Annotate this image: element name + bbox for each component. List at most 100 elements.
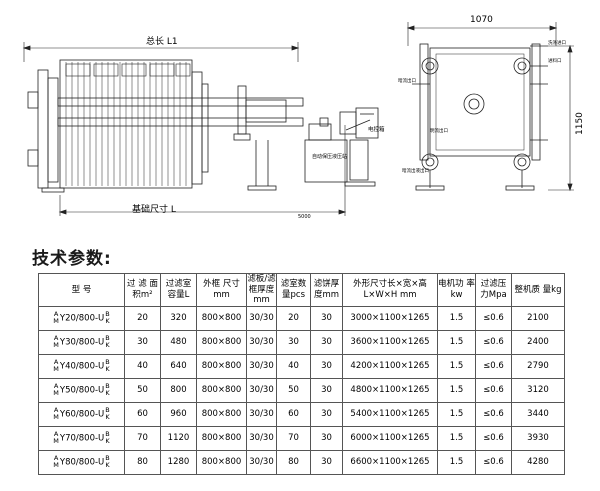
cell-power: 1.5 — [437, 305, 476, 331]
header-chamber-volume: 过滤室 容量L — [160, 273, 197, 307]
cell-chambers: 80 — [276, 449, 311, 475]
callout-wash-inlet: 洗涤进口 — [548, 39, 566, 46]
cell-frame: 800×800 — [196, 425, 247, 451]
header-plate-thickness: 滤板/滤框厚度mm — [246, 273, 277, 307]
cell-volume: 1120 — [160, 425, 197, 451]
header-machine-weight: 整机质 量kg — [511, 273, 565, 307]
header-frame-size: 外框 尺寸mm — [196, 273, 247, 307]
cell-dims: 6000×1100×1265 — [342, 425, 438, 451]
cell-volume: 960 — [160, 401, 197, 427]
callout-closed-flow-liquid-outlet: 暗流出液出口 — [402, 167, 429, 174]
cell-cake: 30 — [310, 353, 343, 379]
model-suffix-top: B — [105, 310, 110, 319]
cell-chambers: 70 — [276, 425, 311, 451]
cell-cake: 30 — [310, 401, 343, 427]
model-suffix-bottom: K — [105, 413, 110, 422]
cell-power: 1.5 — [437, 425, 476, 451]
cell-chambers: 20 — [276, 305, 311, 331]
header-motor-power: 电机功 率 kw — [437, 273, 476, 307]
cell-frame: 800×800 — [196, 401, 247, 427]
model-prefix-top: A — [53, 406, 59, 415]
model-suffix-bottom: K — [105, 341, 110, 350]
model-prefix-top: A — [53, 382, 59, 391]
cell-chambers: 50 — [276, 377, 311, 403]
model-prefix-bottom: M — [53, 437, 59, 446]
cell-weight: 2790 — [511, 353, 565, 379]
header-model: 型 号 — [38, 273, 125, 307]
cell-volume: 1280 — [160, 449, 197, 475]
model-prefix-top: A — [53, 334, 59, 343]
electric-control-box-label: 电控箱 — [368, 125, 385, 133]
model-code: Y50/800-U — [59, 385, 105, 396]
model-prefix-top: A — [53, 454, 59, 463]
header-filter-pressure: 过滤压 力Mpa — [475, 273, 512, 307]
model-prefix-bottom: M — [53, 413, 59, 422]
model-prefix-bottom: M — [53, 365, 59, 374]
model-suffix-bottom: K — [105, 317, 110, 326]
model-suffix-top: B — [105, 358, 110, 367]
model-code: Y60/800-U — [59, 409, 105, 420]
cell-area: 50 — [124, 377, 161, 403]
cell-chambers: 60 — [276, 401, 311, 427]
cell-dims: 5400×1100×1265 — [342, 401, 438, 427]
total-length-label: 总长 L1 — [146, 35, 178, 47]
cell-thickness: 30/30 — [246, 377, 277, 403]
cell-power: 1.5 — [437, 353, 476, 379]
cell-power: 1.5 — [437, 401, 476, 427]
cell-thickness: 30/30 — [246, 329, 277, 355]
cell-weight: 2100 — [511, 305, 565, 331]
cell-power: 1.5 — [437, 449, 476, 475]
front-view — [22, 42, 379, 216]
header-chamber-count: 滤室数 量pcs — [276, 273, 311, 307]
cell-frame: 800×800 — [196, 305, 247, 331]
cell-cake: 30 — [310, 329, 343, 355]
model-suffix-bottom: K — [105, 437, 110, 446]
model-code: Y30/800-U — [59, 337, 105, 348]
model-code: Y40/800-U — [59, 361, 105, 372]
cell-pressure: ≤0.6 — [475, 353, 512, 379]
side-width-dimension: 1070 — [470, 15, 493, 25]
technical-parameters-title: 技术参数: — [32, 249, 112, 269]
cell-volume: 800 — [160, 377, 197, 403]
cell-weight: 3120 — [511, 377, 565, 403]
model-prefix-top: A — [53, 310, 59, 319]
side-view — [406, 22, 574, 192]
cell-pressure: ≤0.6 — [475, 425, 512, 451]
cell-volume: 480 — [160, 329, 197, 355]
header-filter-area: 过 滤 面积m² — [124, 273, 161, 307]
cell-volume: 320 — [160, 305, 197, 331]
cell-pressure: ≤0.6 — [475, 329, 512, 355]
cell-thickness: 30/30 — [246, 353, 277, 379]
cell-cake: 30 — [310, 377, 343, 403]
cell-cake: 30 — [310, 425, 343, 451]
cell-thickness: 30/30 — [246, 401, 277, 427]
side-height-dimension: 1150 — [575, 112, 585, 135]
callout-closed-flow-outlet: 暗流出口 — [398, 77, 416, 84]
foundation-length-label: 基础尺寸 L — [132, 203, 176, 215]
filter-press-engineering-drawing: 总长 L1 基础尺寸 L 5000 电控箱 自动保压液压站 1070 1150 … — [22, 15, 585, 220]
cell-weight: 3440 — [511, 401, 565, 427]
cell-volume: 640 — [160, 353, 197, 379]
cell-power: 1.5 — [437, 329, 476, 355]
cell-area: 40 — [124, 353, 161, 379]
